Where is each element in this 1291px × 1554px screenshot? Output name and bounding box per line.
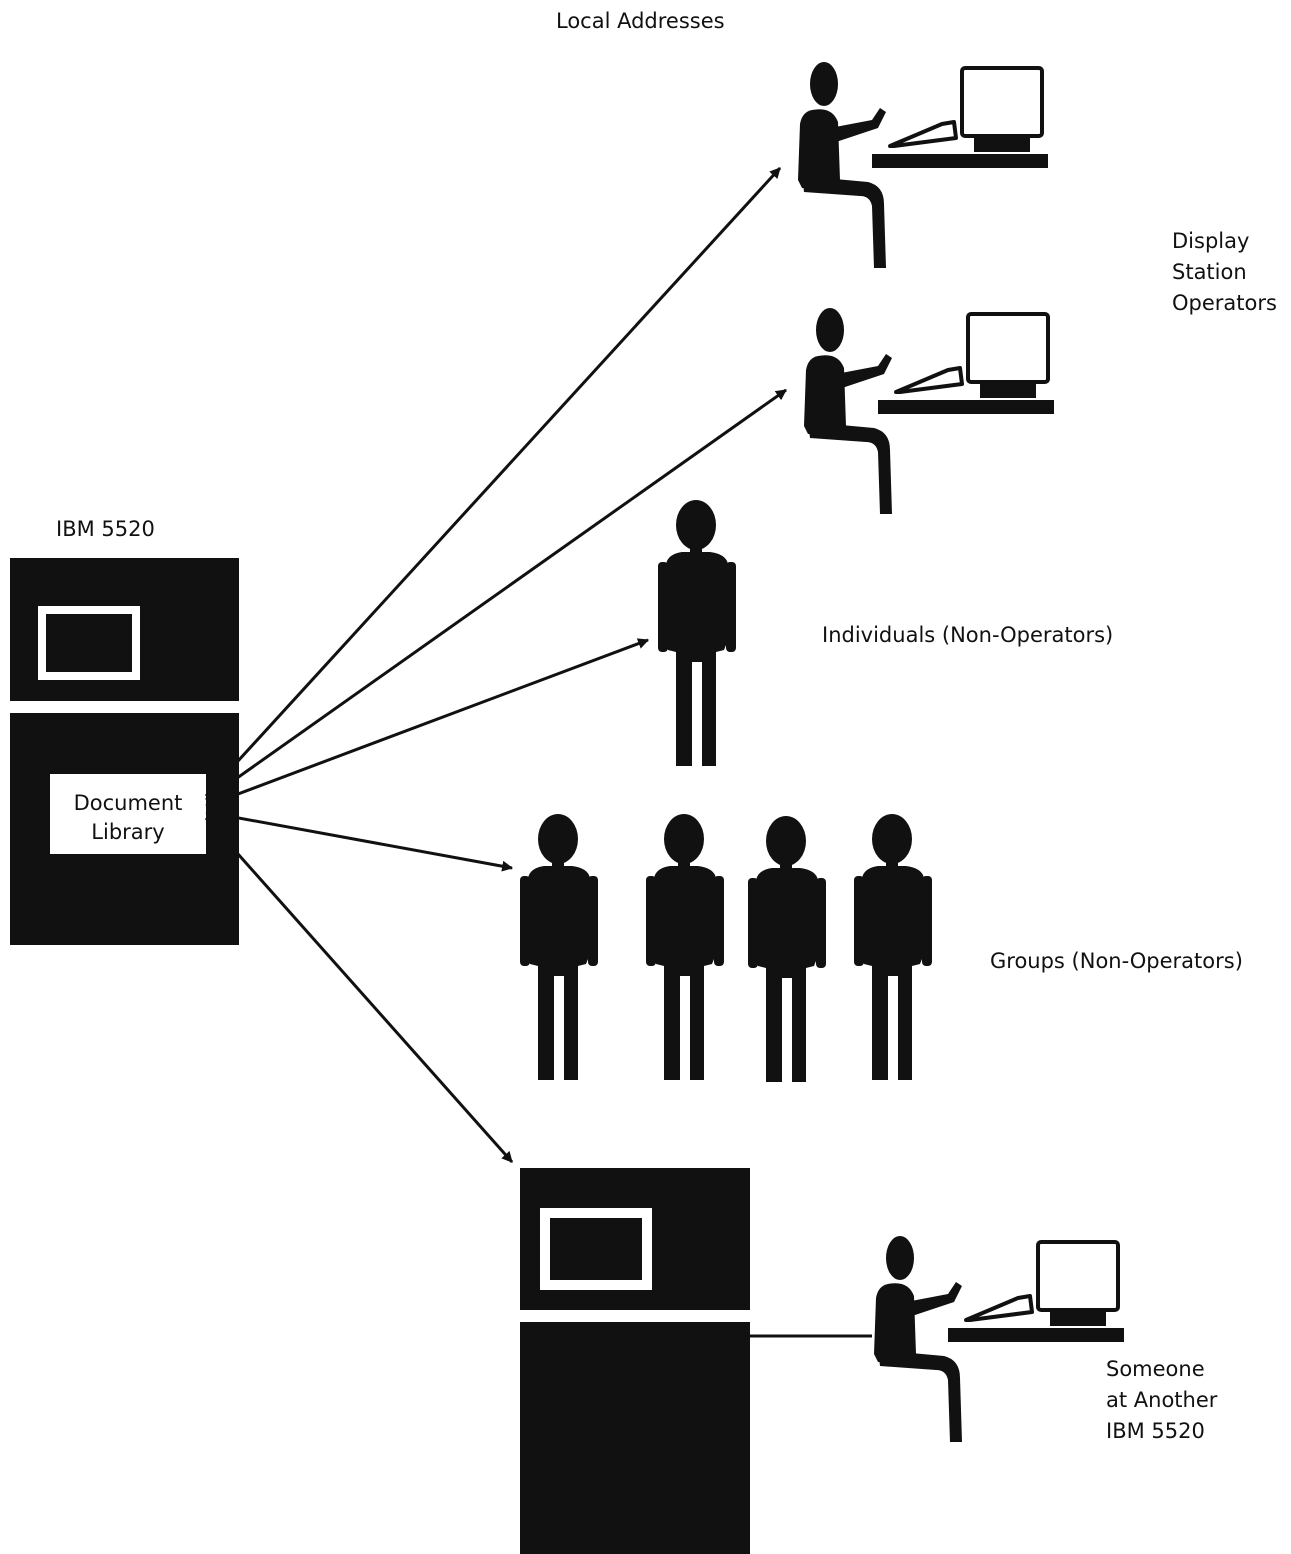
arrow-to-operator-1: [204, 166, 782, 798]
local-addresses-label: Local Addresses: [556, 9, 725, 33]
source-ibm-5520-machine-icon: [10, 558, 239, 945]
remote-ibm-5520-machine-icon: [520, 1168, 750, 1554]
standing-person-icon: [748, 816, 826, 1082]
arrow-to-remote-5520: [204, 817, 514, 1163]
display-station-operator-icon: [872, 1234, 1126, 1444]
label-line: IBM 5520: [1106, 1419, 1205, 1443]
label-line: at Another: [1106, 1388, 1218, 1412]
standing-person-icon: [646, 814, 724, 1080]
document-library-line: Library: [91, 820, 165, 844]
ibm-5520-label: IBM 5520: [56, 517, 155, 541]
document-library-line: Document: [73, 791, 183, 815]
standing-person-icon: [854, 814, 932, 1080]
arrow-to-group: [205, 810, 514, 872]
standing-person-icon: [658, 500, 736, 766]
arrow-to-individual: [205, 638, 650, 808]
display-station-operator-icon: [796, 60, 1050, 270]
label-line: Operators: [1172, 291, 1277, 315]
arrows: [204, 166, 787, 1163]
remote-label: Someone at Another IBM 5520: [1106, 1354, 1217, 1447]
display-station-operator-icon: [802, 306, 1056, 516]
label-line: Station: [1172, 260, 1247, 284]
label-line: Display: [1172, 229, 1250, 253]
label-line: Someone: [1106, 1357, 1205, 1381]
display-station-operators-label: Display Station Operators: [1172, 226, 1277, 319]
standing-person-icon: [520, 814, 598, 1080]
individuals-label: Individuals (Non-Operators): [822, 623, 1114, 647]
document-library-label: Document Library: [50, 782, 206, 854]
groups-label: Groups (Non-Operators): [990, 949, 1243, 973]
arrow-to-operator-2: [205, 388, 787, 802]
